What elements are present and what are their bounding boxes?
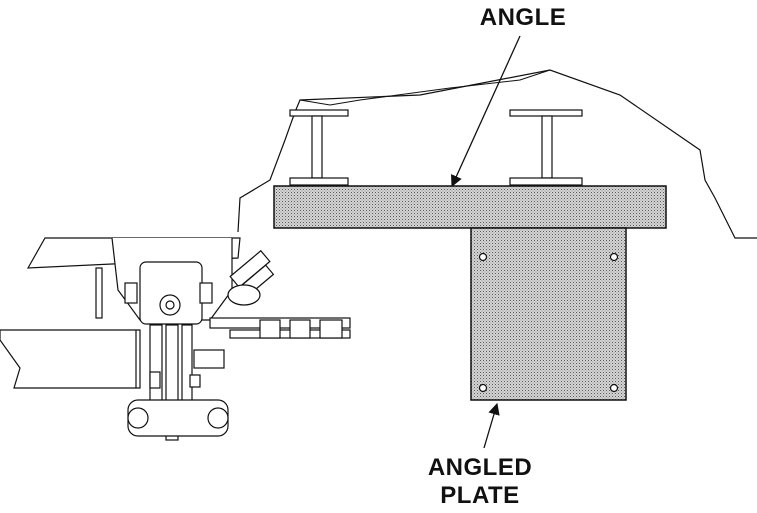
angled-plate-label: ANGLED PLATE (400, 454, 560, 510)
angled-plate (470, 227, 627, 401)
vehicle-frame-outline (237, 69, 757, 239)
i-beam-right (509, 109, 583, 186)
vehicle-frame-top-edge (299, 69, 551, 106)
angled-plate-label-line2: PLATE (440, 482, 520, 509)
plate-mounting-holes (478, 252, 619, 393)
angle-member (273, 185, 667, 229)
angle-label: ANGLE (479, 4, 567, 31)
suspension-assembly (0, 237, 351, 441)
i-beam-left (289, 109, 349, 186)
angled-plate-leader-arrow (483, 402, 500, 449)
angled-plate-label-line1: ANGLED (427, 454, 533, 481)
angle-leader-arrow (451, 35, 521, 188)
